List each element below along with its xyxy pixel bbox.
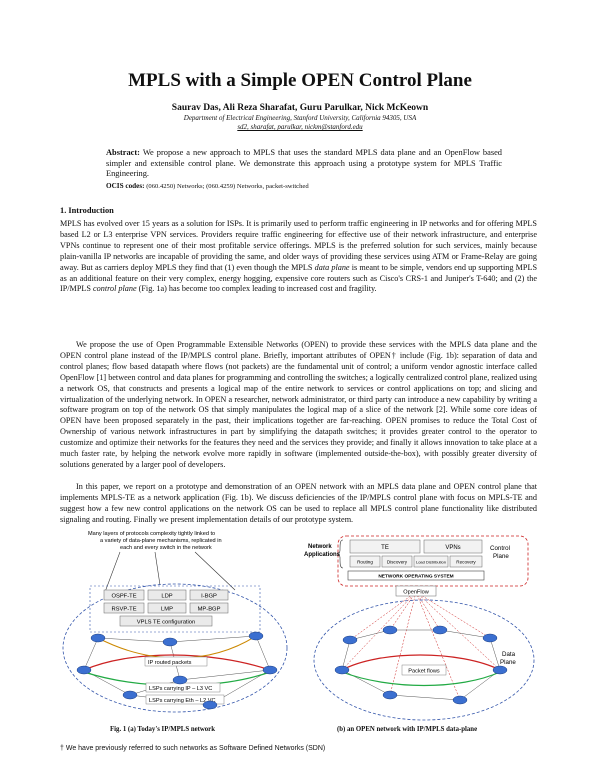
app-routing: Routing (357, 560, 373, 565)
abstract-text: We propose a new approach to MPLS that u… (106, 148, 502, 179)
paper-title: MPLS with a Simple OPEN Control Plane (128, 70, 472, 91)
paragraph-3: In this paper, we report on a prototype … (60, 482, 537, 524)
ocis-text: (060.4250) Networks; (060.4259) Networks… (146, 183, 309, 190)
protocol-ospf-te: OSPF-TE (111, 594, 136, 600)
section-heading: 1. Introduction (60, 206, 114, 215)
app-load-distribution: Load Distribution (416, 560, 446, 565)
router-icon (162, 637, 178, 647)
abstract-label: Abstract: (106, 148, 140, 157)
protocol-boxes: OSPF-TE LDP I-BGP RSVP-TE LMP MP-BGP VPL… (103, 589, 229, 627)
routers-b (334, 625, 508, 705)
paragraph-1: MPLS has evolved over 15 years as a solu… (60, 219, 537, 295)
ocis-codes: OCIS codes: (060.4250) Networks; (060.42… (106, 182, 506, 190)
left-note-line-2: a variety of data-plane mechanisms, repl… (100, 538, 222, 544)
network-boundary-a (62, 583, 288, 713)
protocol-mp-bgp: MP-BGP (198, 607, 221, 613)
footnote: † We have previously referred to such ne… (60, 745, 326, 752)
affiliation: Department of Electrical Engineering, St… (183, 114, 417, 122)
ocis-label: OCIS codes: (106, 182, 145, 190)
app-recovery: Recovery (456, 560, 476, 565)
protocol-lmp: LMP (161, 607, 173, 613)
routers-a (76, 631, 278, 710)
router-icon (492, 665, 508, 675)
protocol-ldp: LDP (161, 594, 172, 600)
network-applications-line-1: Network (308, 544, 332, 550)
p1-text-a: MPLS has evolved over 15 years as a solu… (60, 219, 537, 272)
p1-text-c: (Fig. 1a) has become too complex leading… (136, 284, 377, 294)
control-plane-box (337, 535, 529, 587)
figure-1: Many layers of protocols complexity tigh… (62, 531, 535, 721)
router-icon (342, 635, 358, 645)
figure-caption-b: (b) an OPEN network with IP/MPLS data-pl… (337, 726, 478, 733)
authors: Saurav Das, Ali Reza Sharafat, Guru Paru… (171, 103, 429, 113)
packet-flows: Packet flows (408, 669, 440, 675)
network-applications-line-2: Applications (304, 552, 341, 558)
router-icon (432, 625, 448, 635)
router-icon (262, 665, 278, 675)
paragraph-2: We propose the use of Open Programmable … (60, 340, 537, 469)
app-te: TE (381, 545, 389, 551)
network-boundary-b (313, 599, 535, 721)
p1-italic-data-plane: data plane (314, 262, 350, 272)
router-icon (382, 625, 398, 635)
left-note-line-3: each and every switch in the network (120, 545, 212, 551)
router-icon (202, 700, 218, 710)
openflow-label: OpenFlow (403, 590, 429, 596)
data-plane-line-1: Data (502, 651, 516, 658)
email-link[interactable]: sd2, sharafat, parulkar, nickm@stanford.… (237, 123, 363, 131)
router-icon (76, 665, 92, 675)
figure-1b: Network Applications Control Plane TE VP… (304, 535, 535, 721)
router-icon (382, 690, 398, 700)
lsps-carrying-ip: LSPs carrying IP – L3 VC (149, 686, 212, 692)
control-plane-line-1: Control (490, 545, 510, 552)
abstract: Abstract: We propose a new approach to M… (106, 148, 502, 180)
p1-text-b: is meant to be simple, vendors end up su… (60, 262, 538, 294)
p1-italic-control-plane: control plane (93, 284, 137, 294)
left-note-line-1: Many layers of protocols complexity tigh… (88, 531, 215, 537)
router-icon (90, 633, 106, 643)
router-icon (482, 633, 498, 643)
data-plane-line-2: Plane (500, 659, 516, 666)
router-icon (452, 695, 468, 705)
ip-routed-packets: IP routed packets (148, 660, 192, 666)
figure-1a: Many layers of protocols complexity tigh… (62, 531, 288, 713)
protocol-rsvp-te: RSVP-TE (111, 607, 136, 613)
router-icon (334, 665, 350, 675)
control-plane-line-2: Plane (493, 553, 509, 560)
network-os: NETWORK OPERATING SYSTEM (378, 574, 453, 580)
lsps-carrying-eth: LSPs carrying Eth – L2 VC (149, 698, 216, 704)
app-vpns: VPNs (445, 545, 460, 551)
vpls-te-config: VPLS TE configuration (137, 620, 196, 626)
protocol-ibgp: I-BGP (201, 594, 217, 600)
router-icon (248, 631, 264, 641)
figure-caption-a: Fig. 1 (a) Today's IP/MPLS network (110, 726, 215, 733)
router-icon (172, 675, 188, 685)
router-icon (122, 690, 138, 700)
app-discovery: Discovery (387, 560, 408, 565)
